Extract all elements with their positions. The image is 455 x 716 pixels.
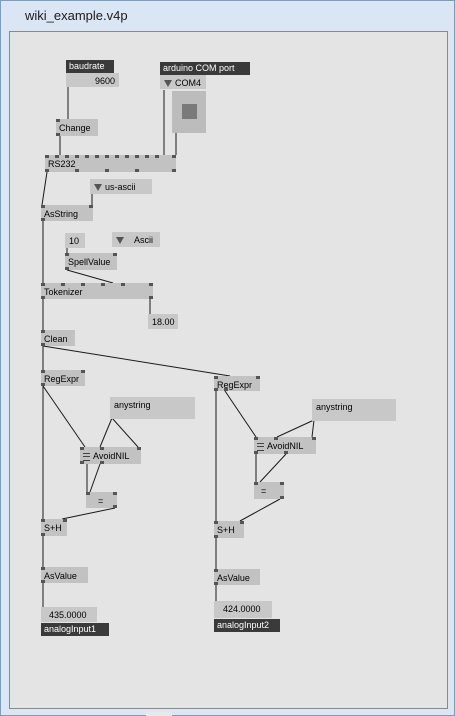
asstring-node[interactable]: AsString xyxy=(41,205,93,221)
patch-canvas[interactable]: baudrate 9600 arduino COM port COM4 Chan… xyxy=(9,31,448,709)
wire xyxy=(311,419,315,438)
spell-input[interactable]: 10 xyxy=(65,233,85,248)
window-title: wiki_example.v4p xyxy=(25,8,128,23)
avoidnil-right-node[interactable]: AvoidNIL xyxy=(254,437,316,454)
dropdown-arrow-icon xyxy=(164,80,172,88)
wire xyxy=(42,345,231,377)
asvalue-left-node[interactable]: AsValue xyxy=(41,567,88,583)
com-port-dropdown[interactable]: COM4 xyxy=(160,75,206,89)
anystring-right-input[interactable]: anystring xyxy=(312,399,396,421)
wire xyxy=(66,269,114,284)
avoidnil-left-node[interactable]: AvoidNIL xyxy=(80,447,141,464)
baudrate-label: baudrate xyxy=(66,60,114,73)
equals-right-node[interactable]: = xyxy=(254,482,284,499)
wire xyxy=(224,390,257,438)
tokenizer-node[interactable]: Tokenizer xyxy=(41,283,153,299)
sh-right-node[interactable]: S+H xyxy=(214,521,244,538)
com-port-label: arduino COM port xyxy=(160,62,250,75)
menu-icon xyxy=(257,442,264,451)
wire xyxy=(259,453,287,483)
output-left-label: analogInput1 xyxy=(41,623,109,636)
wire xyxy=(239,498,281,522)
rs232-node[interactable]: RS232 xyxy=(45,155,176,172)
wire xyxy=(61,507,116,520)
wire xyxy=(276,419,315,438)
output-left-value[interactable]: 435.0000 xyxy=(41,607,97,622)
equals-left-node[interactable]: = xyxy=(86,492,117,508)
output-right-value[interactable]: 424.0000 xyxy=(214,601,272,618)
asvalue-right-node[interactable]: AsValue xyxy=(214,569,260,585)
toggle-square-icon xyxy=(182,104,197,119)
wire xyxy=(42,385,86,448)
dropdown-arrow-icon xyxy=(94,184,102,192)
title-bar[interactable]: wiki_example.v4p xyxy=(1,1,454,31)
dropdown-arrow-icon xyxy=(116,237,124,245)
wire xyxy=(99,417,113,448)
spell-mode-dropdown[interactable]: Ascii xyxy=(112,232,160,247)
spellvalue-node[interactable]: SpellValue xyxy=(65,253,117,270)
connection-wires xyxy=(41,86,315,607)
anystring-left-input[interactable]: anystring xyxy=(110,397,195,419)
wire xyxy=(111,417,139,448)
tokenizer-output[interactable]: 18.00 xyxy=(148,314,178,329)
sh-left-node[interactable]: S+H xyxy=(41,519,67,536)
clean-node[interactable]: Clean xyxy=(41,330,75,346)
output-right-label: analogInput2 xyxy=(214,619,280,632)
wire xyxy=(89,463,101,493)
regexpr-left-node[interactable]: RegExpr xyxy=(41,370,85,386)
change-node[interactable]: Change xyxy=(56,119,98,136)
resize-grip[interactable] xyxy=(146,712,172,716)
baudrate-input[interactable]: 9600 xyxy=(66,73,119,87)
menu-icon xyxy=(83,452,90,461)
enabled-toggle[interactable] xyxy=(172,91,206,133)
encoding-dropdown[interactable]: us-ascii xyxy=(90,179,152,194)
regexpr-right-node[interactable]: RegExpr xyxy=(214,376,260,391)
wire xyxy=(41,171,48,206)
